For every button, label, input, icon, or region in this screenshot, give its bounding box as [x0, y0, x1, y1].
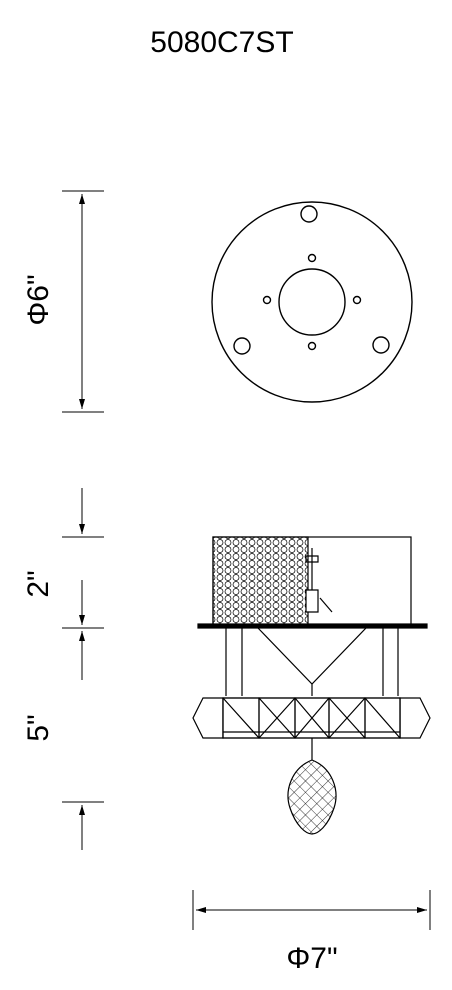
overall-diameter-label: Φ7" — [286, 942, 337, 975]
height-dimensions — [62, 488, 104, 850]
canopy-diameter-label: Φ6" — [22, 274, 55, 325]
canopy-top-view — [211, 201, 413, 403]
canopy-height-label: 2" — [22, 570, 55, 597]
canopy-diameter-dimension — [62, 190, 104, 413]
overall-diameter-dimension — [192, 890, 431, 930]
model-title: 5080C7ST — [150, 26, 293, 59]
drop-height-label: 5" — [22, 714, 55, 741]
fixture-side-view — [192, 536, 431, 835]
